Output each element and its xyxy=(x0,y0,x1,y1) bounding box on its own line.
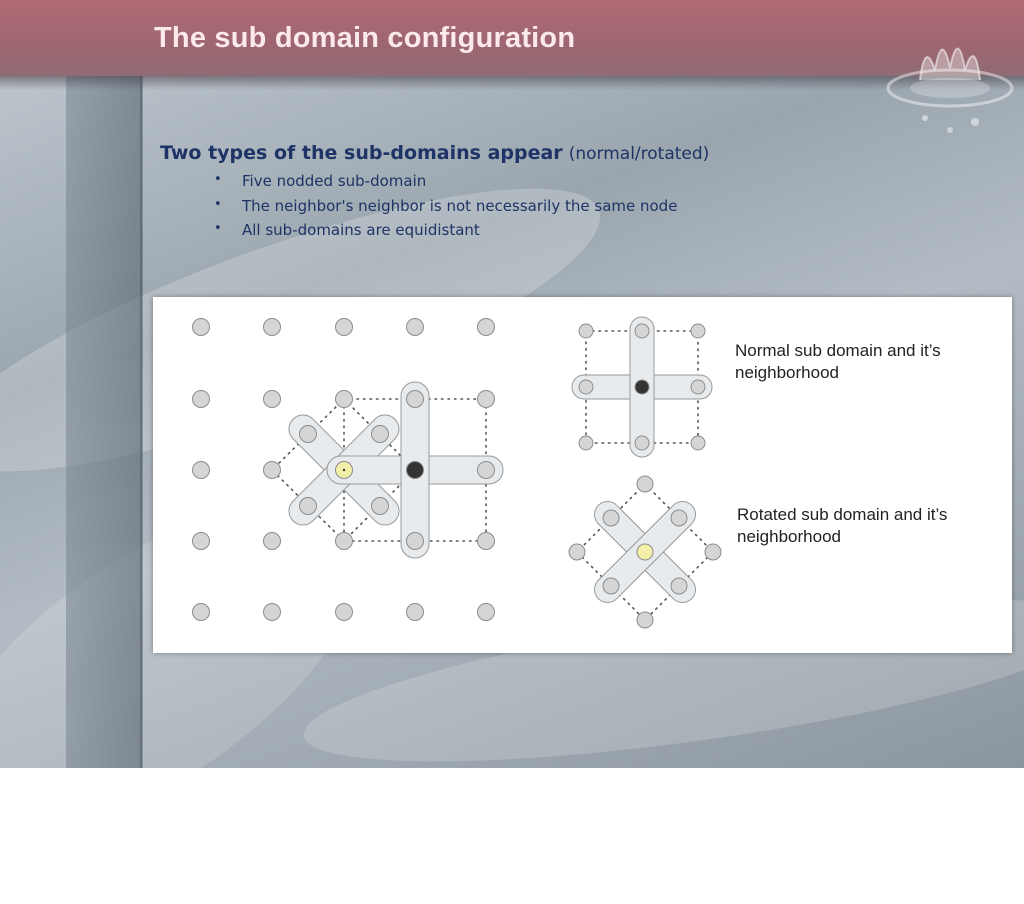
rotated-example-node xyxy=(704,543,722,561)
grid-node xyxy=(192,461,210,479)
grid-node xyxy=(263,461,281,479)
grid-node xyxy=(406,603,424,621)
grid-node xyxy=(192,318,210,336)
bullet-list: Five nodded sub-domain The neighbor's ne… xyxy=(214,172,677,246)
grid-node xyxy=(406,390,424,408)
normal-example-node xyxy=(578,379,594,395)
normal-example-node xyxy=(690,435,706,451)
rotated-example-arm-node xyxy=(670,577,688,595)
grid-node xyxy=(335,390,353,408)
decorative-vertical-line xyxy=(140,0,143,768)
normal-center-node xyxy=(406,461,424,479)
normal-example-node xyxy=(578,323,594,339)
grid-node xyxy=(477,390,495,408)
rotated-caption-line: neighborhood xyxy=(737,527,841,546)
rotated-example-outline xyxy=(575,482,715,622)
bullet-item: Five nodded sub-domain xyxy=(214,172,677,197)
normal-example-node xyxy=(690,323,706,339)
rotated-example-node xyxy=(568,543,586,561)
grid-node xyxy=(335,603,353,621)
rotated-arm-node xyxy=(299,497,317,515)
grid-node xyxy=(477,532,495,550)
rotated-example-center-node xyxy=(636,543,654,561)
bullet-item: The neighbor's neighbor is not necessari… xyxy=(214,197,677,222)
grid-node xyxy=(263,390,281,408)
rotated-caption: Rotated sub domain and it’s neighborhood xyxy=(737,504,947,548)
rotated-example-arm-node xyxy=(670,509,688,527)
bullet-item: All sub-domains are equidistant xyxy=(214,221,677,246)
rotated-center-dot xyxy=(342,468,346,472)
normal-caption-line: neighborhood xyxy=(735,363,839,382)
grid-node xyxy=(263,603,281,621)
grid-node xyxy=(263,532,281,550)
diagram-panel: Normal sub domain and it’s neighborhood … xyxy=(153,297,1012,653)
rotated-example-arm-node xyxy=(602,577,620,595)
normal-example-node xyxy=(634,435,650,451)
grid-node xyxy=(192,390,210,408)
slide-title: The sub domain configuration xyxy=(154,22,576,54)
section-heading-note: (normal/rotated) xyxy=(568,144,710,164)
rotated-arm-node xyxy=(371,497,389,515)
grid-node xyxy=(406,318,424,336)
rotated-example-node xyxy=(636,475,654,493)
normal-example-node xyxy=(690,379,706,395)
normal-caption-line: Normal sub domain and it’s xyxy=(735,341,941,360)
title-band xyxy=(0,0,1024,76)
section-heading: Two types of the sub-domains appear (nor… xyxy=(160,142,709,164)
grid-node xyxy=(335,532,353,550)
subdomain-diagram xyxy=(192,316,722,629)
rotated-example-node xyxy=(636,611,654,629)
grid-node xyxy=(335,318,353,336)
rotated-example-arm-node xyxy=(602,509,620,527)
grid-node xyxy=(477,461,495,479)
title-band-shadow xyxy=(0,76,1024,90)
section-heading-bold: Two types of the sub-domains appear xyxy=(160,142,563,164)
grid-node xyxy=(192,532,210,550)
normal-example-node xyxy=(634,323,650,339)
grid-node xyxy=(477,318,495,336)
rotated-arm-node xyxy=(299,425,317,443)
grid-node xyxy=(263,318,281,336)
grid-node xyxy=(477,603,495,621)
normal-example-center-node xyxy=(634,379,650,395)
normal-caption: Normal sub domain and it’s neighborhood xyxy=(735,340,941,384)
grid-node xyxy=(406,532,424,550)
decorative-vertical-stripe xyxy=(66,0,142,768)
rotated-caption-line: Rotated sub domain and it’s xyxy=(737,505,948,524)
water-splash-decoration xyxy=(886,47,1014,133)
rotated-arm-node xyxy=(371,425,389,443)
normal-example-node xyxy=(578,435,594,451)
grid-node xyxy=(192,603,210,621)
